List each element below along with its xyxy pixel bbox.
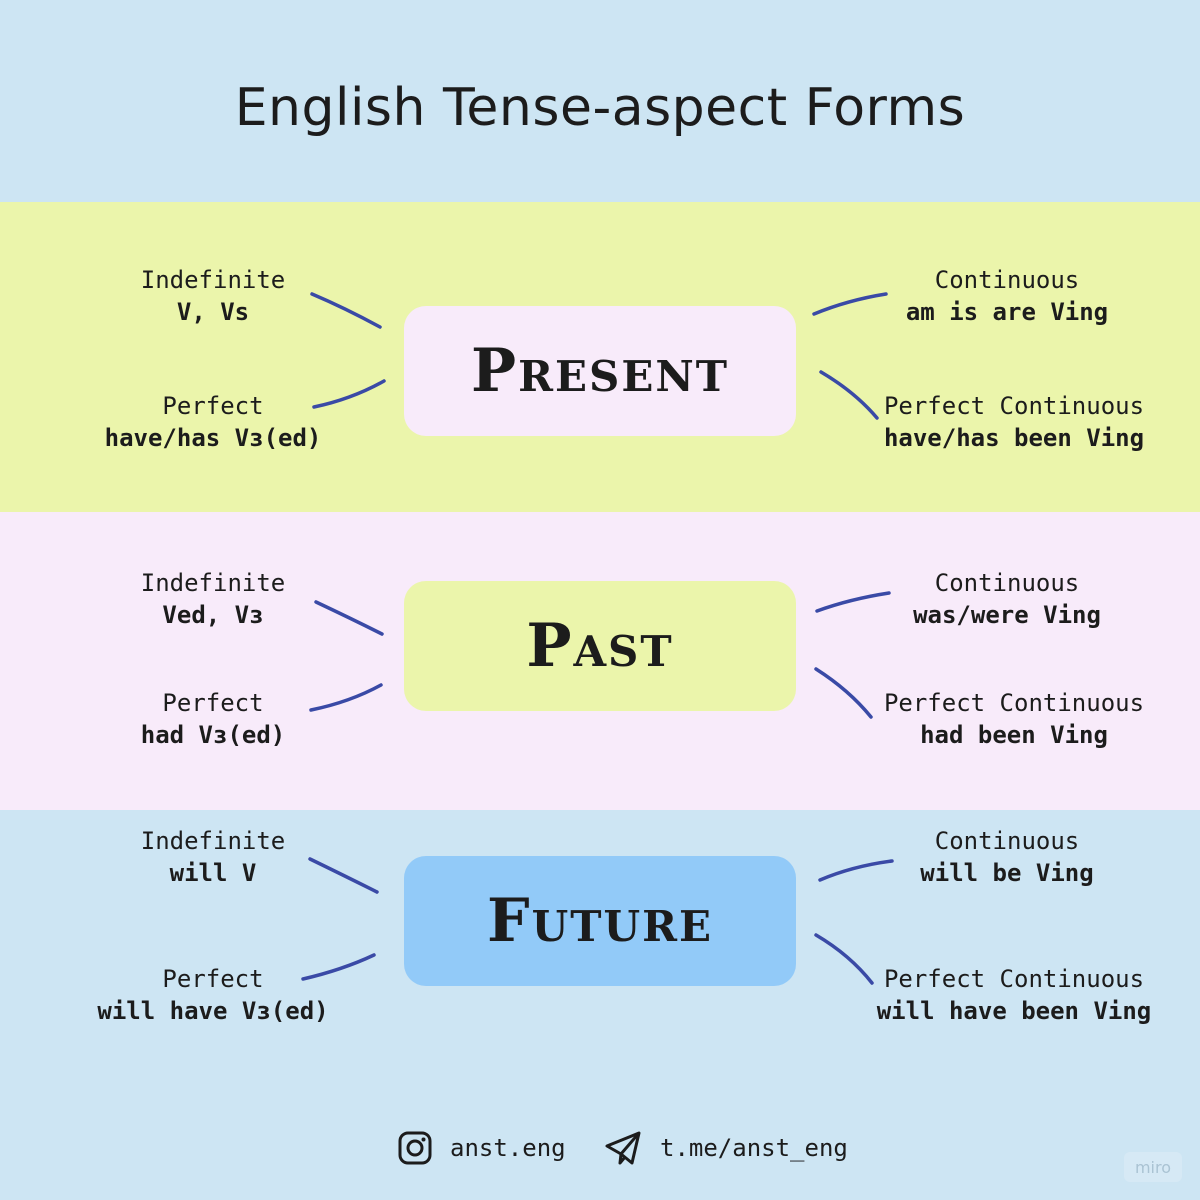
past-continuous: Continuous was/were Ving <box>827 567 1187 632</box>
aspect-name: Indefinite <box>140 827 286 855</box>
aspect-form: will have Vз(ed) <box>97 997 329 1025</box>
aspect-name: Perfect Continuous <box>883 392 1145 420</box>
aspect-form: had Vз(ed) <box>140 721 286 749</box>
aspect-form: have/has Vз(ed) <box>104 424 322 452</box>
aspect-name: Continuous <box>934 827 1080 855</box>
aspect-name: Indefinite <box>140 266 286 294</box>
aspect-form: will V <box>169 859 257 887</box>
instagram-handle: anst.eng <box>450 1134 566 1162</box>
aspect-name: Continuous <box>934 266 1080 294</box>
future-perfect-continuous: Perfect Continuous will have been Ving <box>834 963 1194 1028</box>
aspect-form: will be Ving <box>920 859 1094 887</box>
page-title: English Tense-aspect Forms <box>234 78 966 138</box>
future-indefinite: Indefinite will V <box>33 825 393 890</box>
miro-watermark: miro <box>1124 1152 1182 1182</box>
present-continuous: Continuous am is are Ving <box>827 264 1187 329</box>
aspect-form: was/were Ving <box>913 601 1101 629</box>
instagram-link[interactable]: anst.eng <box>398 1128 566 1168</box>
footer: anst.eng t.me/anst_eng <box>0 1128 1200 1168</box>
title-band <box>0 0 1200 202</box>
telegram-link-text: t.me/anst_eng <box>660 1134 848 1162</box>
present-perfect: Perfect have/has Vз(ed) <box>33 390 393 455</box>
past-indefinite: Indefinite Ved, Vз <box>33 567 393 632</box>
instagram-icon <box>398 1131 432 1165</box>
aspect-name: Indefinite <box>140 569 286 597</box>
future-perfect: Perfect will have Vз(ed) <box>33 963 393 1028</box>
aspect-name: Perfect <box>162 965 264 993</box>
telegram-icon <box>604 1130 642 1166</box>
aspect-form: V, Vs <box>176 298 250 326</box>
present-box: Present <box>404 306 796 436</box>
past-label: Past <box>526 611 674 681</box>
aspect-name: Continuous <box>934 569 1080 597</box>
past-perfect: Perfect had Vз(ed) <box>33 687 393 752</box>
future-box: Future <box>404 856 796 986</box>
aspect-name: Perfect Continuous <box>883 965 1145 993</box>
past-box: Past <box>404 581 796 711</box>
future-continuous: Continuous will be Ving <box>827 825 1187 890</box>
future-label: Future <box>486 886 714 956</box>
aspect-form: will have been Ving <box>876 997 1152 1025</box>
present-perfect-continuous: Perfect Continuous have/has been Ving <box>834 390 1194 455</box>
aspect-name: Perfect <box>162 689 264 717</box>
past-perfect-continuous: Perfect Continuous had been Ving <box>834 687 1194 752</box>
aspect-form: had been Ving <box>920 721 1108 749</box>
aspect-name: Perfect Continuous <box>883 689 1145 717</box>
aspect-form: Ved, Vз <box>162 601 264 629</box>
aspect-form: am is are Ving <box>905 298 1109 326</box>
aspect-name: Perfect <box>162 392 264 420</box>
present-label: Present <box>470 336 730 406</box>
telegram-link[interactable]: t.me/anst_eng <box>604 1128 848 1168</box>
present-indefinite: Indefinite V, Vs <box>33 264 393 329</box>
aspect-form: have/has been Ving <box>883 424 1145 452</box>
